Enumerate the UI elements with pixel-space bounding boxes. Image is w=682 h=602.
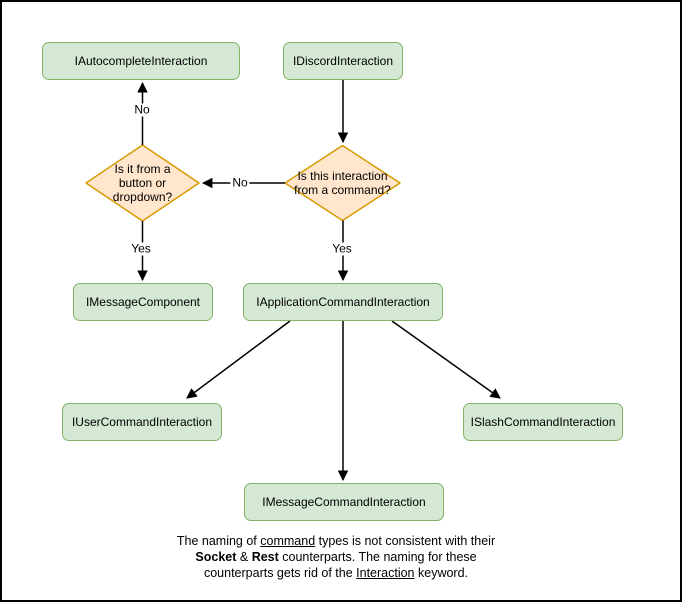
- note-segment: types is not consistent with their: [315, 534, 496, 548]
- decision-from-command-label: Is this interaction from a command?: [294, 169, 391, 197]
- edge-label-yes-applicationcommand: Yes: [330, 241, 354, 256]
- edge-label-no-autocomplete: No: [132, 102, 152, 117]
- note-segment: counterparts. The naming for these: [278, 550, 477, 564]
- node-message-component: IMessageComponent: [73, 283, 213, 321]
- note-segment-underline-command: command: [260, 534, 316, 548]
- decision-button-dropdown-shape: [85, 144, 200, 222]
- note-segment: keyword.: [414, 566, 469, 580]
- node-application-command-interaction: IApplicationCommandInteraction: [243, 283, 443, 321]
- note-line-3: counterparts gets rid of the Interaction…: [156, 565, 516, 581]
- note-segment: The naming of: [176, 534, 261, 548]
- note-segment-underline-interaction: Interaction: [356, 566, 415, 580]
- edge-applicationcommand-to-slashcommand: [391, 320, 501, 399]
- edge-label-yes-messagecomponent: Yes: [129, 241, 153, 256]
- note-segment: &: [236, 550, 252, 564]
- edge-label-no-button: No: [230, 175, 250, 190]
- node-autocomplete-interaction: IAutocompleteInteraction: [42, 42, 240, 80]
- note-line-2: Socket & Rest counterparts. The naming f…: [156, 549, 516, 565]
- node-discord-interaction: IDiscordInteraction: [283, 42, 403, 80]
- note-line-1: The naming of command types is not consi…: [156, 533, 516, 549]
- edge-applicationcommand-to-usercommand: [186, 320, 291, 399]
- note-text: The naming of command types is not consi…: [156, 533, 516, 581]
- node-user-command-interaction: IUserCommandInteraction: [62, 403, 222, 441]
- note-segment: counterparts gets rid of the: [203, 566, 357, 580]
- decision-button-dropdown-label: Is it from a button or dropdown?: [112, 162, 173, 204]
- decision-from-command-shape: [284, 144, 401, 222]
- node-message-command-interaction: IMessageCommandInteraction: [244, 483, 444, 521]
- node-slash-command-interaction: ISlashCommandInteraction: [463, 403, 623, 441]
- note-segment-bold-rest: Rest: [251, 550, 279, 564]
- note-segment-bold-socket: Socket: [195, 550, 237, 564]
